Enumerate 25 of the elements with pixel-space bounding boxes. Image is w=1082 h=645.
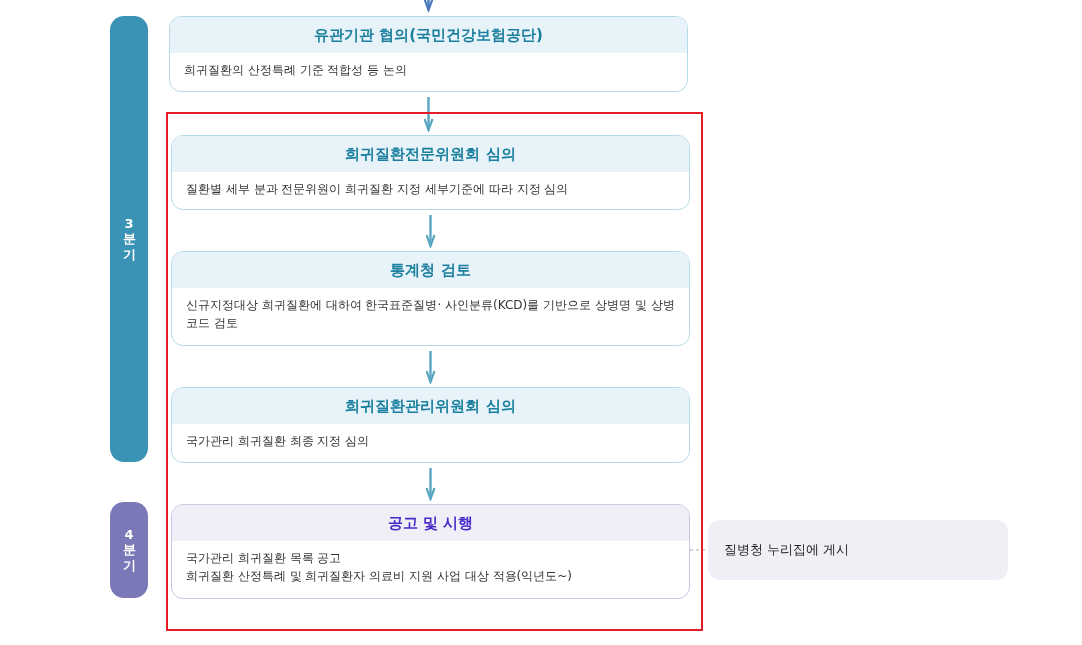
note-card: 질병청 누리집에 게시 xyxy=(708,520,1008,580)
step-title: 유관기관 협의(국민건강보험공단) xyxy=(314,25,543,45)
arrow xyxy=(423,0,434,12)
step-description: 희귀질환의 산정특례 기준 적합성 등 논의 xyxy=(184,62,409,79)
step-title: 통계청 검토 xyxy=(390,260,471,280)
highlight-frame xyxy=(166,112,703,631)
phase-band: 4분기 xyxy=(110,502,148,598)
step-title: 공고 및 시행 xyxy=(387,513,474,533)
step-card xyxy=(169,16,688,92)
step-title: 희귀질환전문위원회 심의 xyxy=(345,144,516,164)
step-card xyxy=(171,504,690,599)
arrow xyxy=(423,97,434,132)
step-description: 희귀질환 산정특례 및 희귀질환자 의료비 지원 사업 대상 적용(익년도~) xyxy=(186,568,573,585)
arrow xyxy=(425,215,436,248)
step-card xyxy=(171,135,690,210)
arrow xyxy=(425,468,436,501)
step-card xyxy=(171,387,690,463)
phase-band: 3분기 xyxy=(110,16,148,462)
step-card xyxy=(171,251,690,346)
step-description: 질환별 세부 분과 전문위원이 희귀질환 지정 세부기준에 따라 지정 심의 xyxy=(186,181,570,198)
step-description: 신규지정대상 희귀질환에 대하여 한국표준질병· 사인분류(KCD)를 기반으로 상병명 및 상병코드 검토 xyxy=(186,297,675,332)
step-description: 국가관리 희귀질환 목록 공고 xyxy=(186,550,343,567)
arrow xyxy=(425,351,436,384)
step-title: 희귀질환관리위원회 심의 xyxy=(345,396,516,416)
step-description: 국가관리 희귀질환 최종 지정 심의 xyxy=(186,433,371,450)
